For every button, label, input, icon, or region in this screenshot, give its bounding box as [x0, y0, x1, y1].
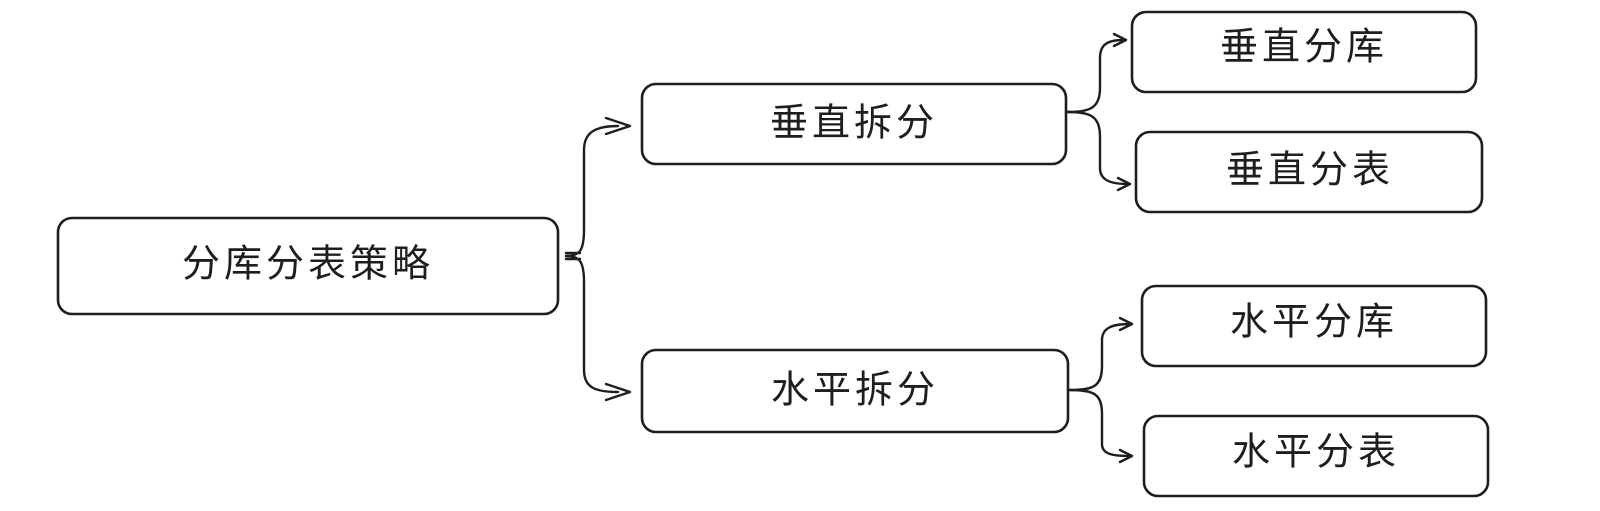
leaf-node-vertical-table[interactable]: 垂直分表 — [1134, 130, 1484, 214]
leaf-node-vertical-db[interactable]: 垂直分库 — [1130, 10, 1478, 94]
arrowhead-vertical-db — [1112, 32, 1128, 48]
leaf-node-horizontal-db-label: 水平分库 — [1230, 300, 1398, 344]
leaf-node-horizontal-table[interactable]: 水平分表 — [1142, 414, 1490, 498]
edge-vertical-split-to-vertical-db — [1066, 38, 1126, 114]
branch-node-horizontal-split-label: 水平拆分 — [771, 368, 939, 412]
branch-node-vertical-split-label: 垂直拆分 — [770, 101, 938, 145]
arrowhead-vertical-split — [604, 116, 632, 136]
root-node[interactable]: 分库分表策略 — [56, 216, 560, 316]
leaf-node-horizontal-table-label: 水平分表 — [1232, 430, 1400, 474]
arrowhead-horizontal-table — [1118, 448, 1134, 464]
edge-horizontal-split-to-horizontal-table — [1068, 388, 1132, 458]
root-node-label: 分库分表策略 — [182, 242, 434, 286]
edge-root-to-horizontal-split — [564, 254, 620, 394]
branch-node-horizontal-split[interactable]: 水平拆分 — [640, 348, 1070, 434]
leaf-node-horizontal-db[interactable]: 水平分库 — [1140, 284, 1488, 368]
arrowhead-horizontal-split — [604, 382, 632, 402]
leaf-node-vertical-db-label: 垂直分库 — [1220, 25, 1388, 69]
leaf-node-vertical-table-label: 垂直分表 — [1226, 148, 1394, 192]
arrowhead-vertical-table — [1116, 176, 1132, 192]
edge-horizontal-split-to-horizontal-db — [1068, 322, 1132, 392]
root-stub — [564, 251, 582, 261]
edge-vertical-split-to-vertical-table — [1066, 110, 1130, 186]
connectors — [564, 32, 1134, 464]
arrowhead-horizontal-db — [1118, 316, 1134, 332]
branch-node-vertical-split[interactable]: 垂直拆分 — [640, 82, 1068, 166]
edge-root-to-vertical-split — [564, 124, 620, 258]
